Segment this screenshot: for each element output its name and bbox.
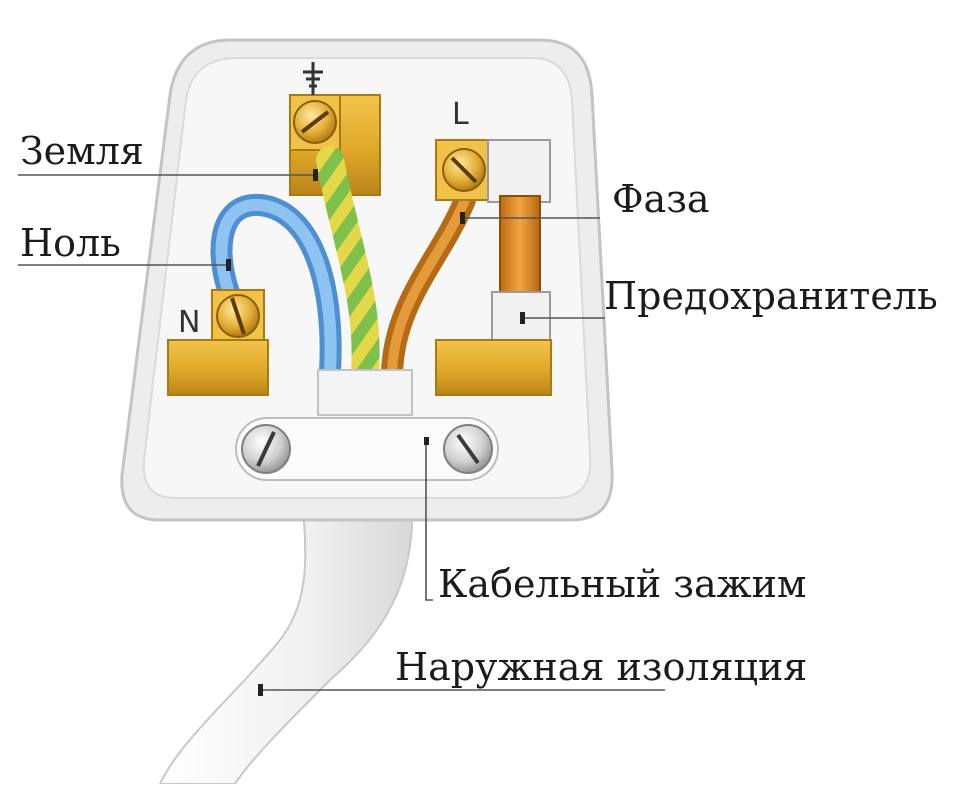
clamp-leader xyxy=(425,440,433,601)
fuse-label: Предохранитель xyxy=(604,274,938,318)
cable-clamp-label: Кабельный зажим xyxy=(438,562,807,606)
neutral-terminal: N xyxy=(167,289,269,396)
neutral-mark: N xyxy=(178,305,200,340)
earth-wire xyxy=(316,146,380,386)
outer-insulation-label: Наружная изоляция xyxy=(395,645,808,689)
inner-cable-sheath xyxy=(317,369,413,416)
neutral-label: Ноль xyxy=(20,221,121,265)
cable-clamp xyxy=(235,417,499,481)
leader-markers xyxy=(226,169,525,696)
live-mark: L xyxy=(452,97,469,132)
leader-lines xyxy=(18,174,665,691)
fuse xyxy=(435,139,552,396)
phase-label: Фаза xyxy=(612,177,710,221)
live-terminal: L xyxy=(435,97,497,201)
earth-label: Земля xyxy=(20,129,144,173)
